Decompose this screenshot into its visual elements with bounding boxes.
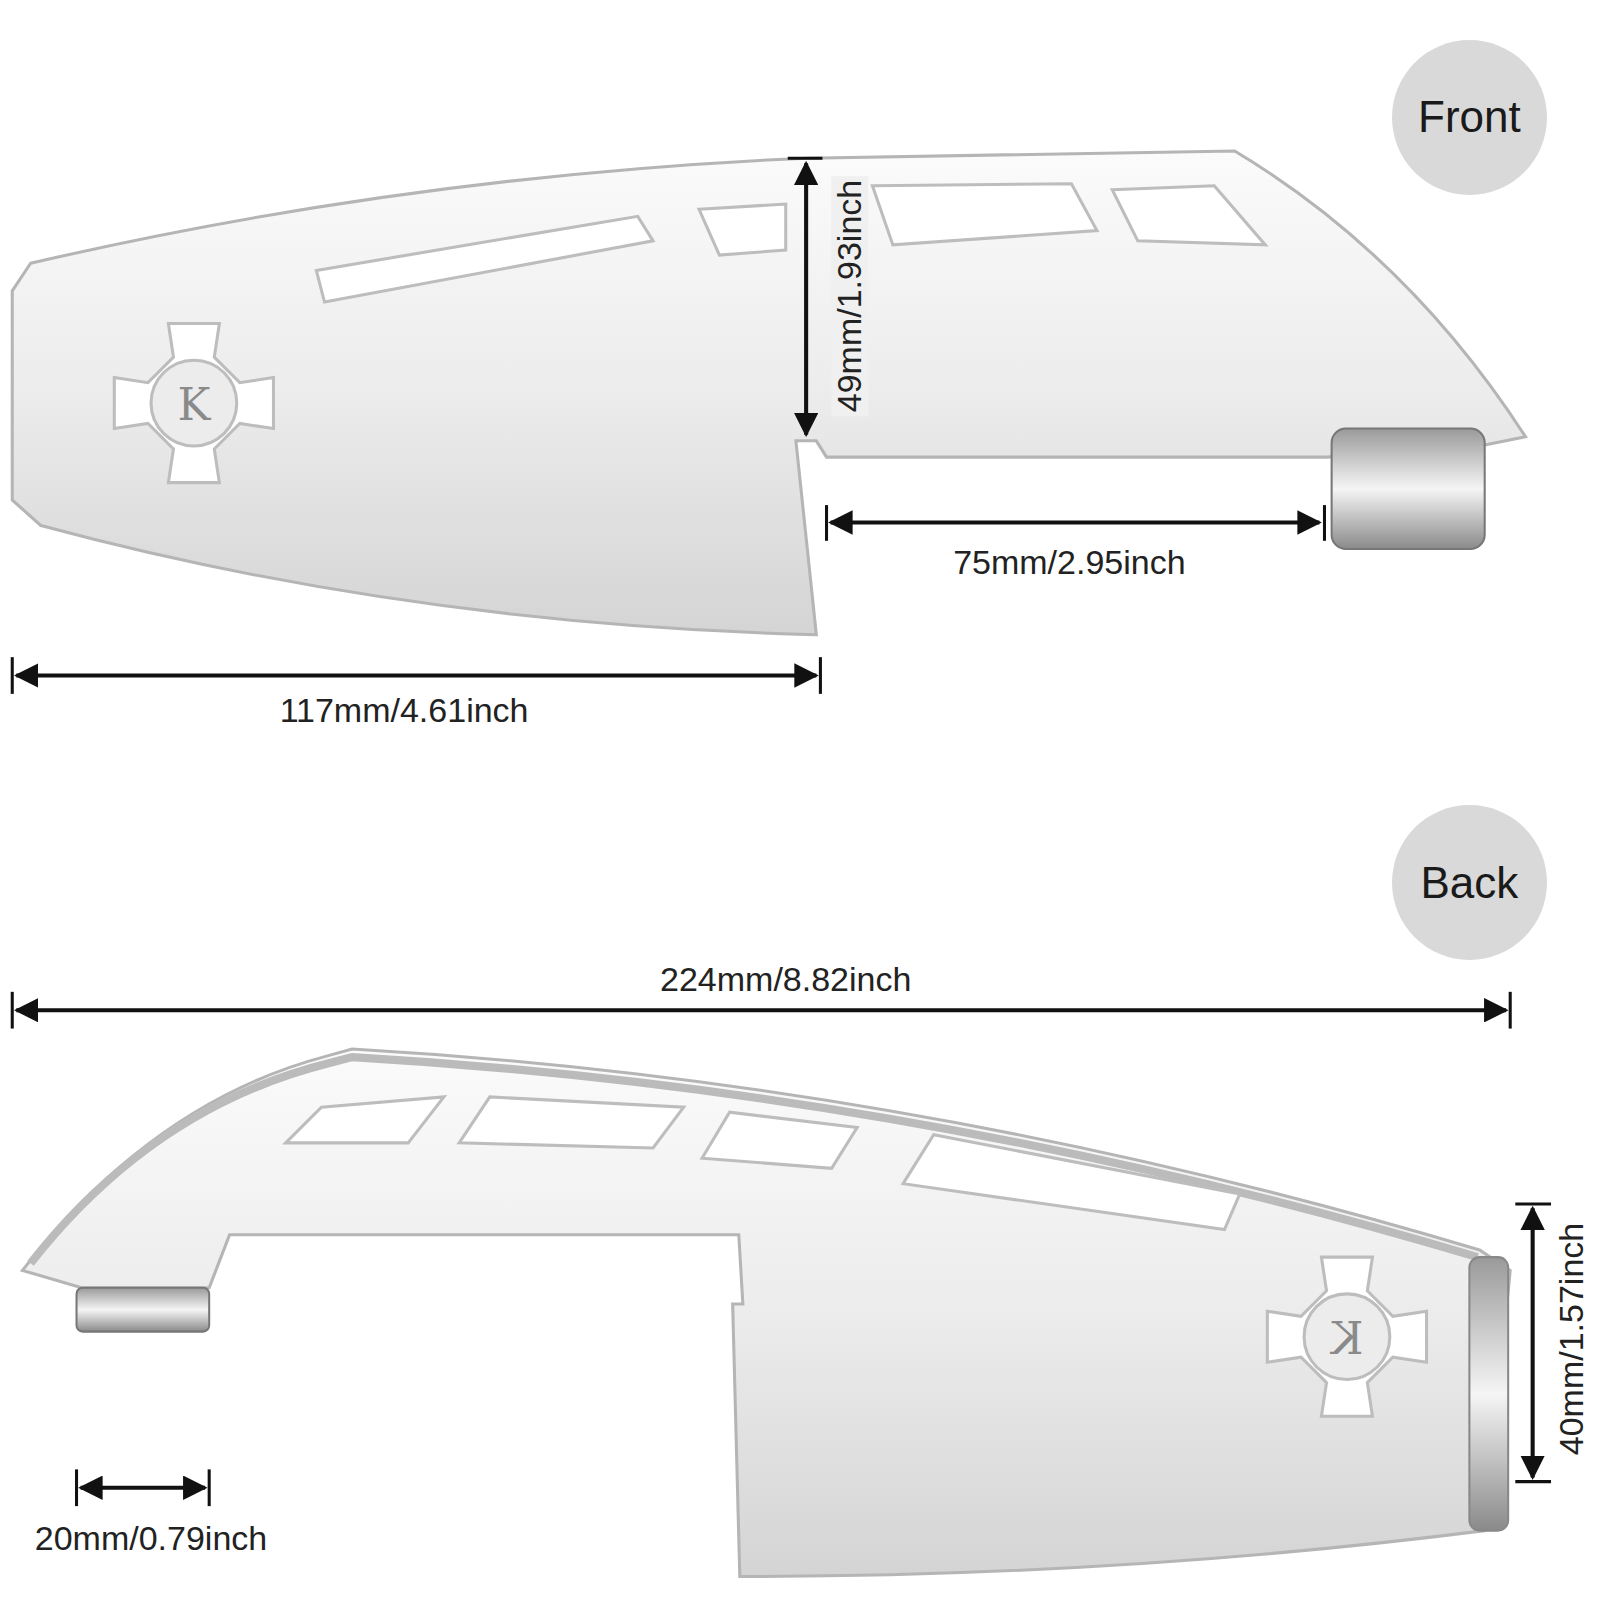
dimension-label: 40mm/1.57inch — [1554, 1223, 1591, 1455]
dimension-label: 49mm/1.93inch — [831, 176, 868, 416]
view-label: Back — [1420, 858, 1518, 908]
view-badge: Back — [1392, 805, 1547, 960]
dimension-label: 117mm/4.61inch — [280, 693, 529, 730]
view-label: Front — [1418, 92, 1521, 142]
back-dimension-lines — [12, 992, 1551, 1506]
view-badge: Front — [1392, 40, 1547, 195]
logo-letter: K — [177, 381, 210, 429]
back-guard — [22, 1049, 1510, 1577]
front-dimension-lines — [12, 158, 1324, 694]
dimension-label: 75mm/2.95inch — [953, 545, 1185, 582]
front-guard — [12, 151, 1525, 635]
dimension-label: 224mm/8.82inch — [660, 961, 911, 998]
dimension-label: 20mm/0.79inch — [35, 1520, 267, 1557]
logo-letter: K — [1331, 1315, 1364, 1363]
